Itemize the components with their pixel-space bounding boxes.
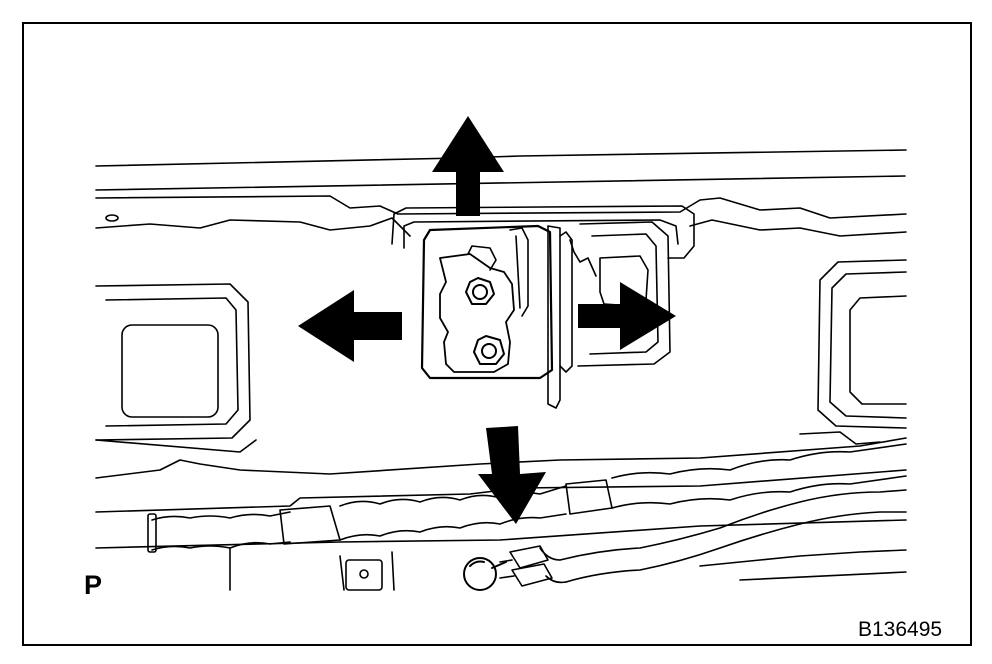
harness-connector <box>499 545 553 587</box>
left-opening <box>95 283 257 453</box>
hood-latch <box>420 224 597 409</box>
arrow-left-icon <box>298 290 402 362</box>
upper-panel <box>95 149 907 237</box>
wire-harness <box>147 443 907 584</box>
bolt-lower <box>473 335 505 365</box>
right-opening <box>817 259 907 429</box>
arrow-up-icon <box>432 116 504 216</box>
arrow-right-icon <box>578 282 676 350</box>
latch-recess <box>391 205 695 367</box>
ground-terminal <box>463 557 507 591</box>
lower-support <box>95 431 907 591</box>
figure-id: B136495 <box>858 618 943 641</box>
view-letter: P <box>84 570 103 600</box>
illustration-frame <box>22 22 972 646</box>
arrow-down-icon <box>478 426 546 524</box>
bolt-upper <box>465 277 495 305</box>
